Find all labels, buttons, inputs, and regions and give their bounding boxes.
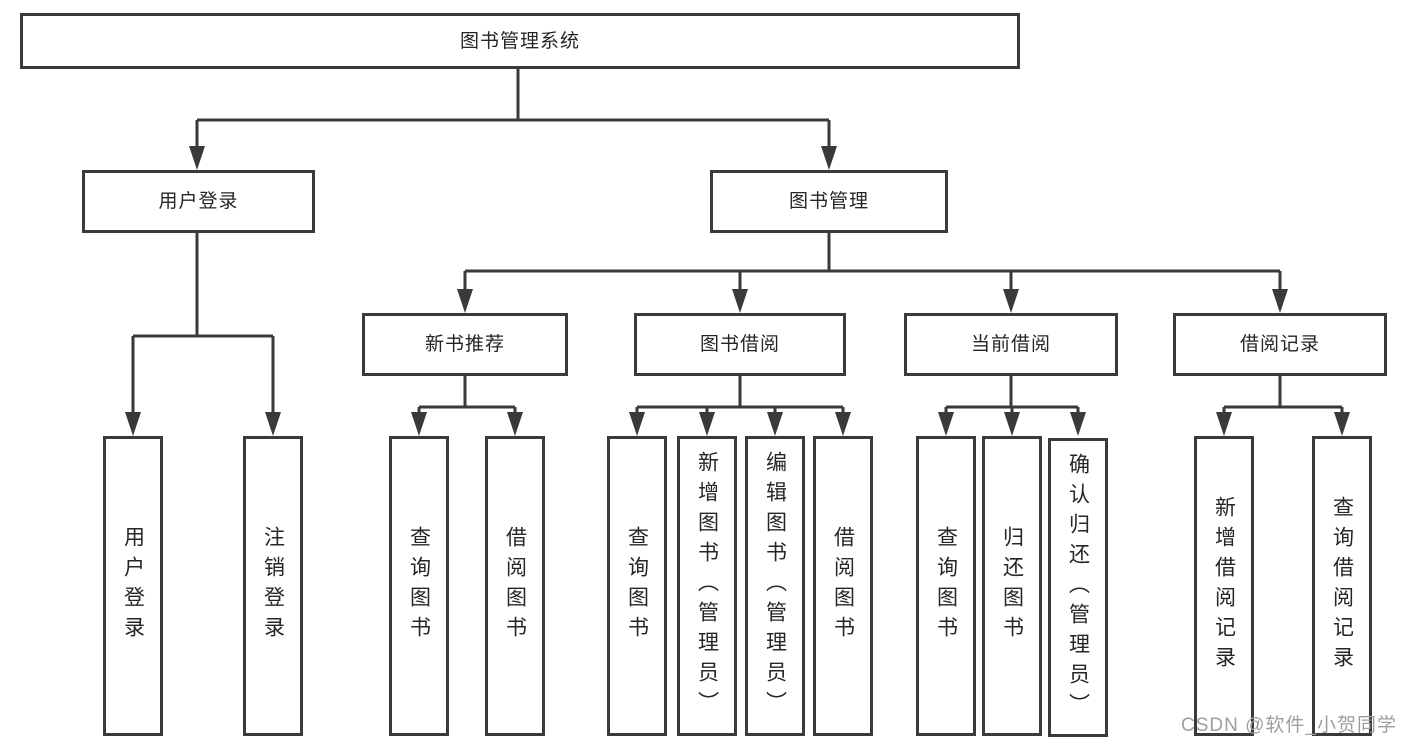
arrowhead-icon [457, 289, 473, 313]
leaf-label: 查询图书 [407, 526, 431, 646]
leaf-query-borrow-record: 查询借阅记录 [1312, 436, 1372, 736]
node-new-book-recommend: 新书推荐 [362, 313, 568, 376]
connector-lines [131, 69, 1344, 412]
arrowhead-icon [1003, 289, 1019, 313]
node-label: 图书管理系统 [459, 30, 580, 52]
arrowhead-icon [1216, 412, 1232, 436]
leaf-edit-book-admin: 编辑图书（管理员） [745, 436, 805, 736]
node-label: 当前借阅 [970, 334, 1051, 355]
arrowhead-icon [767, 412, 783, 436]
arrowhead-icon [938, 412, 954, 436]
leaf-add-book-admin: 新增图书（管理员） [677, 436, 737, 736]
node-label: 借阅记录 [1239, 334, 1320, 355]
leaf-label: 用户登录 [121, 526, 145, 646]
leaf-borrow-books-recommend: 借阅图书 [485, 436, 545, 736]
arrowhead-icon [125, 412, 141, 436]
leaf-add-borrow-record: 新增借阅记录 [1194, 436, 1254, 736]
leaf-label: 确认归还（管理员） [1066, 452, 1090, 723]
leaf-label: 查询图书 [625, 526, 649, 646]
node-book-management: 图书管理 [710, 170, 948, 233]
leaf-label: 新增借阅记录 [1212, 496, 1236, 676]
watermark: CSDN @软件_小贺同学 [1181, 715, 1397, 736]
leaf-confirm-return-admin: 确认归还（管理员） [1048, 438, 1108, 737]
leaf-label: 借阅图书 [831, 526, 855, 646]
arrowhead-icon [699, 412, 715, 436]
arrowhead-icon [629, 412, 645, 436]
node-label: 图书借阅 [699, 334, 780, 355]
arrowhead-icon [835, 412, 851, 436]
leaf-label: 注销登录 [261, 526, 285, 646]
node-library-system: 图书管理系统 [20, 13, 1020, 69]
leaf-label: 查询图书 [934, 526, 958, 646]
arrowhead-icon [265, 412, 281, 436]
leaf-logout: 注销登录 [243, 436, 303, 736]
leaf-query-books-recommend: 查询图书 [389, 436, 449, 736]
node-label: 图书管理 [788, 191, 869, 212]
arrowhead-icon [507, 412, 523, 436]
leaf-label: 查询借阅记录 [1330, 496, 1354, 676]
leaf-label: 借阅图书 [503, 526, 527, 646]
node-book-borrow: 图书借阅 [634, 313, 846, 376]
node-label: 新书推荐 [424, 334, 505, 355]
node-borrow-records: 借阅记录 [1173, 313, 1387, 376]
arrowhead-icon [821, 146, 837, 170]
arrowhead-icon [1334, 412, 1350, 436]
leaf-label: 归还图书 [1000, 526, 1024, 646]
leaf-query-books-borrow: 查询图书 [607, 436, 667, 736]
arrowhead-icon [1004, 412, 1020, 436]
arrowhead-icon [732, 289, 748, 313]
leaf-label: 编辑图书（管理员） [763, 451, 787, 721]
arrowhead-icon [189, 146, 205, 170]
leaf-label: 新增图书（管理员） [695, 451, 719, 721]
node-current-borrow: 当前借阅 [904, 313, 1118, 376]
leaf-user-login: 用户登录 [103, 436, 163, 736]
arrowhead-icon [1070, 412, 1086, 436]
node-user-login: 用户登录 [82, 170, 315, 233]
leaf-return-book: 归还图书 [982, 436, 1042, 736]
arrowhead-icon [1272, 289, 1288, 313]
leaf-borrow-books-borrow: 借阅图书 [813, 436, 873, 736]
arrowhead-icon [411, 412, 427, 436]
node-label: 用户登录 [158, 191, 239, 212]
arrowhead-icons [125, 146, 1350, 436]
leaf-query-books-current: 查询图书 [916, 436, 976, 736]
